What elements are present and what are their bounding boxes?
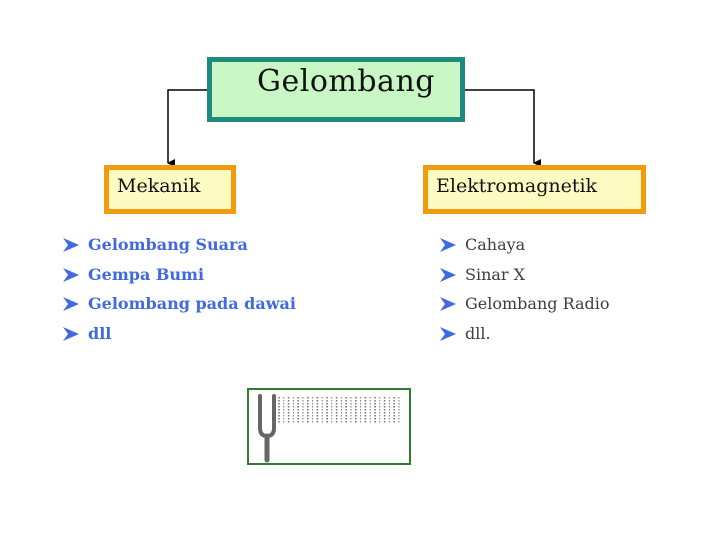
mekanik-list: Gelombang Suara Gempa Bumi Gelombang pad… [62, 230, 296, 348]
arrow-bullet-icon [439, 267, 457, 283]
tuning-fork-illustration [247, 388, 411, 465]
arrow-bullet-icon [62, 296, 80, 312]
branch-label-mekanik: Mekanik [117, 175, 200, 197]
arrow-bullet-icon [439, 326, 457, 342]
list-item: Sinar X [439, 260, 610, 290]
list-item: Gempa Bumi [62, 260, 296, 290]
tuning-fork-icon [249, 390, 409, 463]
sound-wave-bands [279, 397, 399, 423]
connector-left [168, 90, 207, 163]
arrow-bullet-icon [439, 296, 457, 312]
connector-right [465, 90, 534, 163]
list-item: dll. [439, 319, 610, 349]
branch-node-mekanik: Mekanik [104, 165, 236, 214]
list-item: Gelombang Radio [439, 289, 610, 319]
arrow-bullet-icon [62, 267, 80, 283]
list-item: Cahaya [439, 230, 610, 260]
root-node: Gelombang [207, 57, 465, 122]
list-item: dll [62, 319, 296, 349]
arrow-bullet-icon [62, 237, 80, 253]
root-label: Gelombang [257, 64, 435, 99]
branch-node-elektromagnetik: Elektromagnetik [423, 165, 646, 214]
list-item: Gelombang Suara [62, 230, 296, 260]
arrow-bullet-icon [439, 237, 457, 253]
list-item: Gelombang pada dawai [62, 289, 296, 319]
arrow-bullet-icon [62, 326, 80, 342]
elektromagnetik-list: Cahaya Sinar X Gelombang Radio dll. [439, 230, 610, 348]
branch-label-elektromagnetik: Elektromagnetik [436, 175, 597, 197]
